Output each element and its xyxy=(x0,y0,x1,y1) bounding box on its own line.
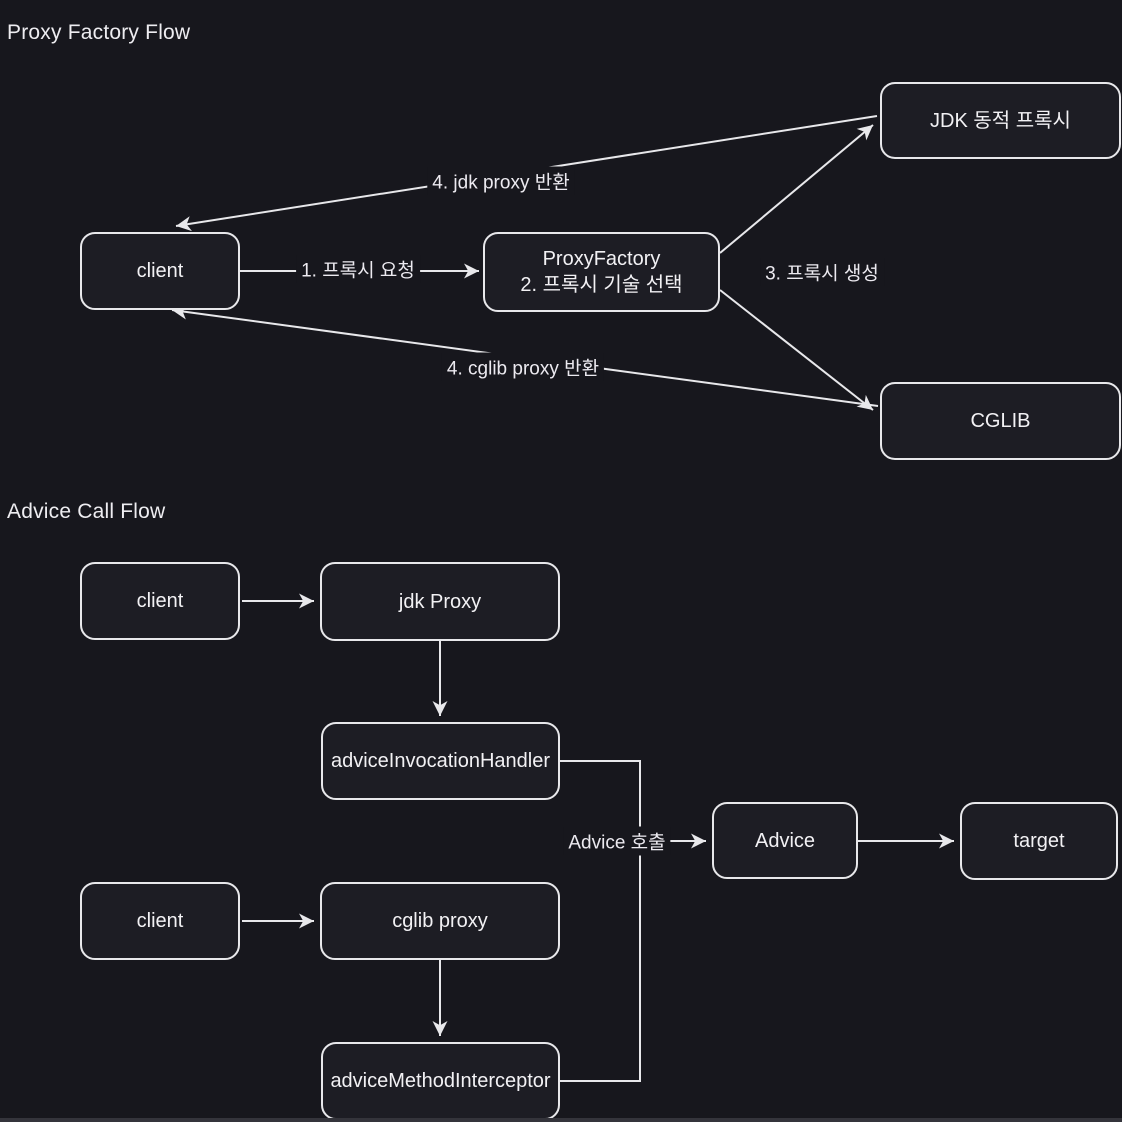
node-label: adviceInvocationHandler xyxy=(330,750,551,772)
node-label: client xyxy=(136,260,184,282)
edge-label-jdk-proxy-return: 4. jdk proxy 반환 xyxy=(427,166,575,196)
node-label: jdk Proxy xyxy=(398,590,482,613)
node-label: target xyxy=(1013,830,1065,852)
edge-label-advice-call: Advice 호출 xyxy=(563,826,671,856)
node-target: target xyxy=(960,802,1118,880)
section-title-advice-call-flow: Advice Call Flow xyxy=(7,500,166,523)
node-proxy-factory: ProxyFactory 2. 프록시 기술 선택 xyxy=(483,232,720,312)
node-label: client xyxy=(136,590,184,612)
node-client-1: client xyxy=(80,232,240,310)
node-label-line1: ProxyFactory xyxy=(542,248,661,270)
node-client-3: client xyxy=(80,882,240,960)
node-cglib: CGLIB xyxy=(880,382,1121,460)
node-jdk-proxy: jdk Proxy xyxy=(320,562,560,641)
node-cglib-proxy: cglib proxy xyxy=(320,882,560,960)
node-client-2: client xyxy=(80,562,240,640)
node-label-line2: 2. 프록시 기술 선택 xyxy=(520,274,683,296)
node-label: adviceMethodInterceptor xyxy=(330,1070,551,1092)
window-bottom-edge xyxy=(0,1118,1122,1122)
node-advice-method-interceptor: adviceMethodInterceptor xyxy=(321,1042,560,1120)
node-advice-invocation-handler: adviceInvocationHandler xyxy=(321,722,560,800)
node-label: ProxyFactory 2. 프록시 기술 선택 xyxy=(520,246,682,298)
node-label: CGLIB xyxy=(970,410,1031,432)
section-title-proxy-factory-flow: Proxy Factory Flow xyxy=(7,21,191,44)
edge-label-cglib-proxy-return: 4. cglib proxy 반환 xyxy=(441,352,605,382)
node-label: Advice xyxy=(754,829,816,852)
node-label: client xyxy=(136,910,184,932)
edge-label-proxy-create: 3. 프록시 생성 xyxy=(760,257,884,287)
node-jdk-dynamic-proxy: JDK 동적 프록시 xyxy=(880,82,1121,159)
edge-label-proxy-request: 1. 프록시 요청 xyxy=(296,254,420,284)
node-advice: Advice xyxy=(712,802,858,879)
node-label: JDK 동적 프록시 xyxy=(930,109,1071,132)
node-label: cglib proxy xyxy=(392,910,488,932)
